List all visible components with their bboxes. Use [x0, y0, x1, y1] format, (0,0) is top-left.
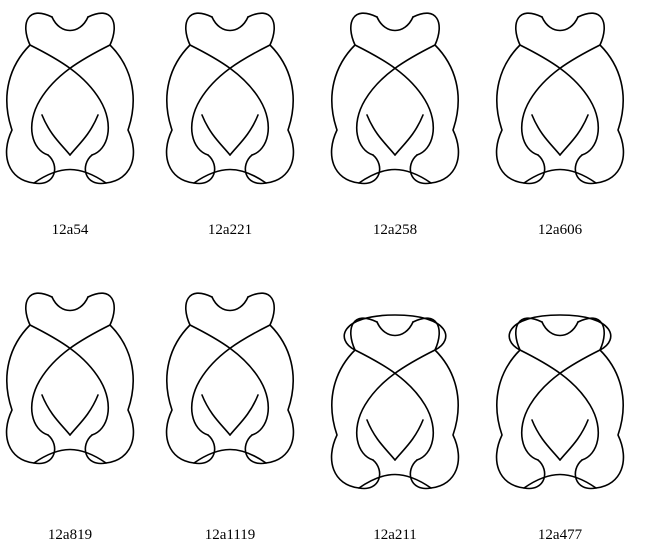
knot-12a221 [150, 5, 310, 200]
knot-label: 12a606 [480, 222, 640, 239]
knot-strand [395, 420, 423, 460]
knot-strand [230, 115, 258, 155]
knot-strand [245, 13, 293, 183]
knot-label: 12a258 [315, 222, 475, 239]
knot-strand [542, 17, 578, 31]
knot-strand [202, 395, 230, 435]
knot-strand [377, 322, 413, 336]
knot-drawing [315, 5, 475, 200]
knot-strand [524, 170, 596, 184]
knot-strand [575, 13, 623, 183]
knot-strand [355, 350, 433, 460]
knot-drawing [480, 5, 640, 200]
knot-strand [509, 315, 610, 350]
knot-strand [359, 170, 431, 184]
knot-strand [7, 13, 55, 183]
knot-strand [542, 322, 578, 336]
knot-strand [192, 325, 270, 435]
knot-strand [194, 170, 266, 184]
knot-12a819 [0, 285, 150, 480]
knot-drawing [150, 5, 310, 200]
knot-strand [355, 45, 433, 155]
knot-strand [194, 450, 266, 464]
knot-12a258 [315, 5, 475, 200]
knot-12a211 [315, 285, 475, 510]
knot-drawing [0, 5, 150, 200]
knot-strand [167, 293, 215, 463]
knot-strand [524, 475, 596, 489]
knot-strand [42, 115, 70, 155]
knot-strand [212, 297, 248, 311]
knot-strand [230, 395, 258, 435]
knot-strand [212, 17, 248, 31]
knot-strand [192, 45, 270, 155]
knot-strand [30, 45, 108, 155]
knot-strand [32, 45, 110, 155]
knot-strand [32, 325, 110, 435]
knot-12a54 [0, 5, 150, 200]
knot-strand [34, 170, 106, 184]
knot-strand [344, 315, 445, 350]
knot-strand [560, 115, 588, 155]
knot-strand [52, 17, 88, 31]
knot-strand [575, 318, 623, 488]
knot-strand [85, 13, 133, 183]
knot-drawing [480, 285, 640, 510]
knot-drawing [150, 285, 310, 480]
knot-strand [520, 45, 598, 155]
knot-strand [367, 115, 395, 155]
knot-strand [359, 475, 431, 489]
knot-strand [367, 420, 395, 460]
knot-strand [34, 450, 106, 464]
knot-strand [202, 115, 230, 155]
knot-strand [522, 45, 600, 155]
knot-strand [377, 17, 413, 31]
knot-strand [522, 350, 600, 460]
knot-strand [410, 318, 458, 488]
knot-strand [532, 420, 560, 460]
knot-strand [85, 293, 133, 463]
knot-label: 12a211 [315, 527, 475, 544]
knot-strand [42, 395, 70, 435]
knot-strand [332, 318, 380, 488]
knot-strand [190, 325, 268, 435]
knot-strand [520, 350, 598, 460]
knot-drawing [0, 285, 150, 480]
knot-strand [497, 318, 545, 488]
knot-label: 12a477 [480, 527, 640, 544]
knot-12a477 [480, 285, 640, 510]
knot-label: 12a221 [150, 222, 310, 239]
knot-strand [357, 45, 435, 155]
knot-strand [190, 45, 268, 155]
knot-strand [357, 350, 435, 460]
knot-strand [167, 13, 215, 183]
knot-strand [70, 115, 98, 155]
knot-strand [532, 115, 560, 155]
knot-strand [52, 297, 88, 311]
knot-12a606 [480, 5, 640, 200]
knot-label: 12a54 [0, 222, 150, 239]
knot-strand [560, 420, 588, 460]
knot-label: 12a1119 [150, 527, 310, 544]
knot-strand [497, 13, 545, 183]
knot-strand [410, 13, 458, 183]
knot-strand [7, 293, 55, 463]
knot-strand [395, 115, 423, 155]
knot-label: 12a819 [0, 527, 150, 544]
knot-strand [70, 395, 98, 435]
knot-strand [245, 293, 293, 463]
knot-strand [332, 13, 380, 183]
knot-drawing [315, 285, 475, 510]
knot-strand [30, 325, 108, 435]
knot-12a1119 [150, 285, 310, 480]
